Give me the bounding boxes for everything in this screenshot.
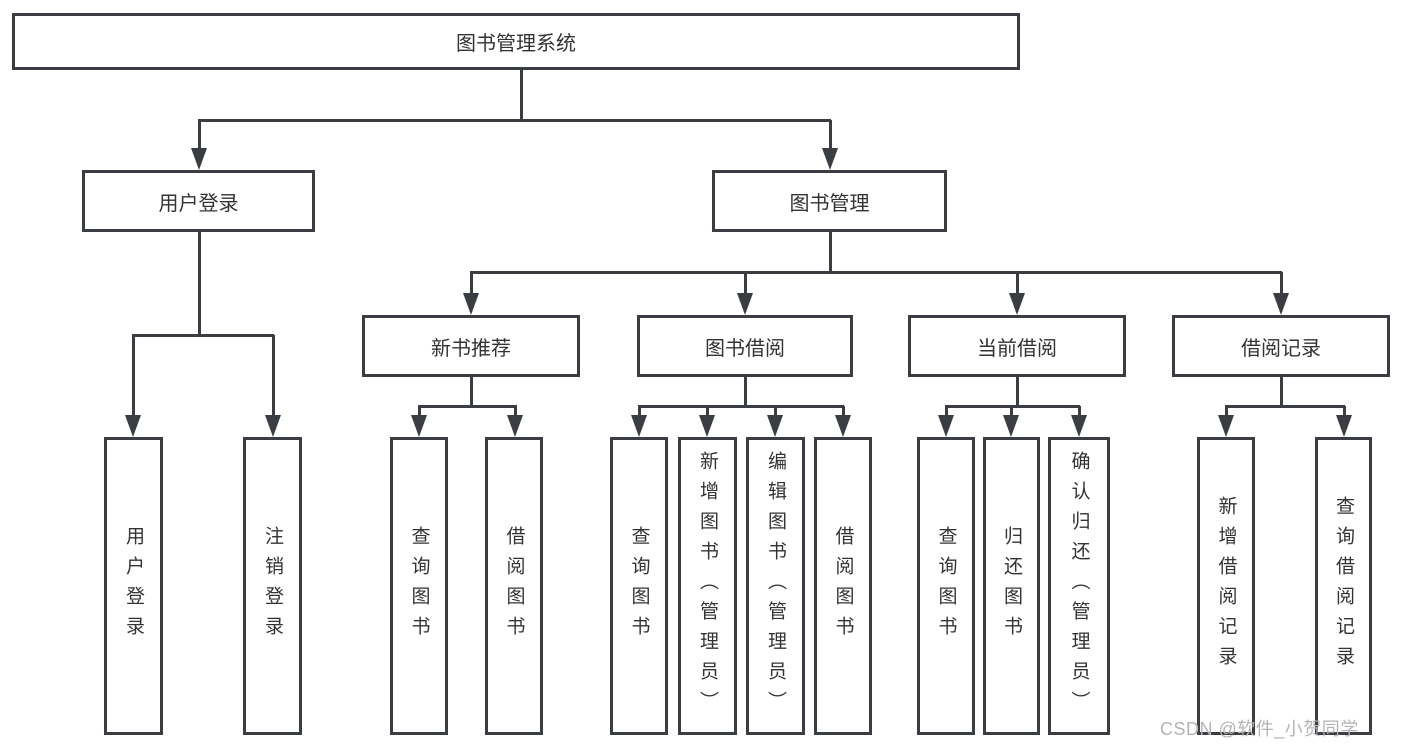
connector-line	[520, 70, 523, 122]
leaf-label: 借阅图书	[832, 526, 854, 646]
node-leaf-return-books: 归还图书	[983, 437, 1040, 735]
node-leaf-query-books-borrow: 查询图书	[610, 437, 668, 735]
connector-line	[470, 377, 473, 408]
csdn-watermark: CSDN @软件_小贺同学	[1160, 719, 1359, 739]
node-root-library-system: 图书管理系统	[12, 13, 1020, 70]
connector-arrow	[191, 120, 207, 170]
node-leaf-query-books-recommend: 查询图书	[390, 437, 448, 735]
connector-arrow	[631, 406, 647, 437]
connector-arrow	[1218, 406, 1234, 437]
connector-line	[198, 232, 201, 337]
connector-line	[638, 405, 844, 408]
node-leaf-edit-books-admin: 编辑图书（管理员）	[746, 437, 805, 735]
connector-line	[1280, 377, 1283, 408]
node-new-book-recommend: 新书推荐	[362, 315, 580, 377]
connector-arrow	[265, 335, 281, 437]
node-user-login-module: 用户登录	[82, 170, 315, 232]
connector-arrow	[1336, 406, 1352, 437]
leaf-label: 查询图书	[935, 526, 957, 646]
leaf-label: 查询图书	[628, 526, 650, 646]
leaf-label: 查询图书	[408, 526, 430, 646]
leaf-label: 新增图书（管理员）	[697, 451, 718, 721]
node-leaf-borrow-books: 借阅图书	[814, 437, 872, 735]
node-leaf-borrow-books-recommend: 借阅图书	[485, 437, 543, 735]
connector-arrow	[1273, 272, 1289, 315]
connector-line	[470, 271, 1282, 274]
connector-arrow	[737, 272, 753, 315]
connector-line	[744, 377, 747, 408]
connector-arrow	[411, 406, 427, 437]
connector-line	[132, 334, 274, 337]
connector-arrow	[1003, 406, 1019, 437]
connector-line	[418, 405, 517, 408]
leaf-label: 编辑图书（管理员）	[765, 451, 786, 721]
node-book-management-module: 图书管理	[712, 170, 947, 232]
connector-line	[1016, 377, 1019, 408]
node-leaf-logout: 注销登录	[243, 437, 302, 735]
leaf-label: 用户登录	[123, 526, 144, 646]
node-leaf-add-borrow-record: 新增借阅记录	[1197, 437, 1255, 735]
connector-line	[1225, 405, 1345, 408]
leaf-label: 注销登录	[262, 526, 283, 646]
connector-arrow	[1071, 406, 1087, 437]
node-book-borrow: 图书借阅	[637, 315, 853, 377]
connector-arrow	[835, 406, 851, 437]
connector-arrow	[938, 406, 954, 437]
connector-line	[198, 119, 831, 122]
connector-arrow	[507, 406, 523, 437]
connector-arrow	[125, 335, 141, 437]
connector-arrow	[822, 120, 838, 170]
leaf-label: 借阅图书	[503, 526, 525, 646]
node-leaf-add-books-admin: 新增图书（管理员）	[678, 437, 737, 735]
connector-arrow	[463, 272, 479, 315]
node-current-borrow: 当前借阅	[908, 315, 1126, 377]
node-borrow-record: 借阅记录	[1172, 315, 1390, 377]
connector-line	[829, 232, 832, 274]
leaf-label: 查询借阅记录	[1333, 496, 1354, 676]
connector-arrow	[1009, 272, 1025, 315]
leaf-label: 新增借阅记录	[1215, 496, 1237, 676]
connector-arrow	[767, 406, 783, 437]
node-leaf-query-books-current: 查询图书	[917, 437, 975, 735]
node-leaf-query-borrow-record: 查询借阅记录	[1315, 437, 1372, 735]
leaf-label: 确认归还（管理员）	[1068, 451, 1090, 721]
node-leaf-confirm-return-admin: 确认归还（管理员）	[1048, 437, 1110, 735]
node-leaf-user-login: 用户登录	[104, 437, 163, 735]
leaf-label: 归还图书	[1001, 526, 1022, 646]
connector-arrow	[699, 406, 715, 437]
